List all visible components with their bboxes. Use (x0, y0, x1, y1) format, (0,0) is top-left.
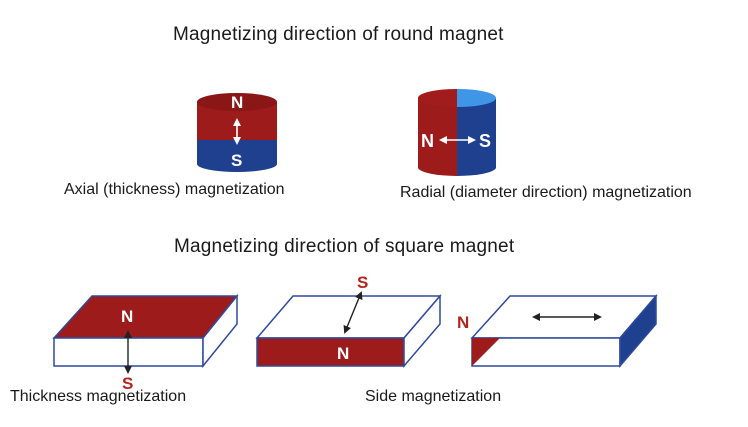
square-magnet-heading: Magnetizing direction of square magnet (174, 236, 515, 257)
thickness-block-magnet: N S (52, 293, 239, 393)
round-magnet-heading: Magnetizing direction of round magnet (173, 24, 504, 45)
radial-north-label: N (421, 131, 434, 151)
axial-magnetization-caption: Axial (thickness) magnetization (64, 181, 285, 198)
side-ends-north-label: N (457, 313, 469, 332)
thickness-south-label: S (122, 374, 133, 393)
side-block-magnet-front: S N (255, 273, 442, 369)
thickness-north-label: N (121, 307, 133, 326)
radial-magnetization-caption: Radial (diameter direction) magnetizatio… (400, 184, 692, 201)
side-front-south-label: S (357, 273, 368, 292)
thickness-magnetization-caption: Thickness magnetization (10, 388, 187, 405)
side-magnetization-caption: Side magnetization (365, 388, 502, 405)
axial-south-label: S (231, 151, 242, 170)
axial-north-label: N (231, 93, 243, 112)
side-front-north-label: N (337, 344, 349, 363)
side-front-direction-arrow (343, 291, 363, 334)
axial-round-magnet: N S (197, 93, 277, 172)
radial-south-label: S (479, 131, 491, 151)
radial-round-magnet: N S (418, 89, 496, 177)
side-block-magnet-ends: N (457, 293, 658, 369)
